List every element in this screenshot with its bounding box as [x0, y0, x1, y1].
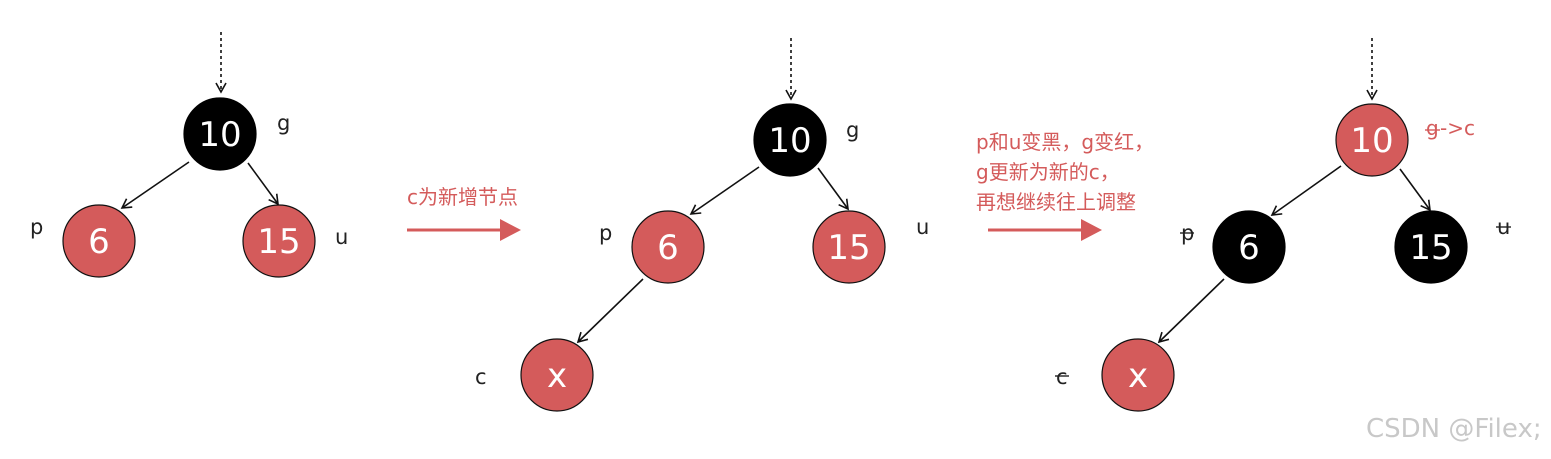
node-p-red — [631, 210, 705, 284]
label-p: p — [30, 215, 43, 239]
node-u-value: 15 — [1409, 228, 1452, 268]
node-c-red — [520, 338, 594, 412]
step-2-line-1: p和u变黑，g变红， — [976, 130, 1155, 154]
edge-g-p — [1270, 165, 1342, 216]
arrow-head — [1081, 219, 1102, 241]
node-g-value: 10 — [198, 115, 241, 155]
node-p-value: 6 — [657, 228, 679, 268]
edge-p-c — [576, 278, 644, 344]
step-1-caption: c为新增节点 — [407, 185, 518, 209]
node-c-value: x — [547, 356, 567, 396]
label-p: p — [599, 221, 612, 245]
node-c-red — [1101, 338, 1175, 412]
label-u: u — [335, 225, 348, 249]
label-c-struck: c — [1055, 365, 1069, 389]
node-p-value: 6 — [88, 222, 110, 262]
node-u-red — [812, 210, 886, 284]
step-2-line-2: g更新为新的c， — [976, 160, 1120, 184]
edge-g-u — [817, 167, 849, 211]
node-p-red — [62, 204, 136, 278]
edge-g-p — [689, 166, 760, 215]
node-u-value: 15 — [257, 222, 300, 262]
node-p-black — [1212, 210, 1286, 284]
node-g-value: 10 — [768, 121, 811, 161]
label-u: u — [916, 215, 929, 239]
edge-g-u — [1399, 168, 1431, 212]
label-g-old: g — [1426, 116, 1439, 140]
arrow-head — [500, 219, 521, 241]
label-g: g — [846, 118, 859, 142]
label-g-new: ->c — [1440, 116, 1475, 140]
node-p-value: 6 — [1238, 228, 1260, 268]
edge-g-u — [247, 162, 279, 206]
node-u-value: 15 — [827, 228, 870, 268]
node-g-red — [1335, 103, 1409, 177]
label-c: c — [475, 365, 487, 389]
transition-arrow-1 — [407, 219, 521, 241]
step-2-caption: p和u变黑，g变红， g更新为新的c， 再想继续往上调整 — [976, 127, 1154, 217]
node-u-red — [242, 204, 316, 278]
label-u-struck: u — [1496, 215, 1511, 239]
label-p-struck: p — [1180, 221, 1194, 245]
label-g-reassigned: g ->c — [1425, 116, 1475, 140]
node-g-black — [183, 97, 257, 171]
edge-p-c — [1157, 278, 1225, 344]
panel-1: 10 6 15 g p u — [30, 32, 348, 278]
panel-3: 10 6 15 x g ->c p u c — [1055, 38, 1511, 412]
transition-arrow-2 — [988, 219, 1102, 241]
label-c: c — [1056, 365, 1068, 389]
csdn-watermark: CSDN @Filex; — [1366, 414, 1542, 444]
node-c-value: x — [1128, 356, 1148, 396]
panel-2: 10 6 15 x g p u c — [475, 38, 929, 412]
node-g-black — [753, 103, 827, 177]
edge-g-p — [120, 161, 190, 209]
node-u-black — [1394, 210, 1468, 284]
step-2-line-3: 再想继续往上调整 — [976, 190, 1136, 214]
label-g: g — [277, 111, 290, 135]
node-g-value: 10 — [1350, 121, 1393, 161]
